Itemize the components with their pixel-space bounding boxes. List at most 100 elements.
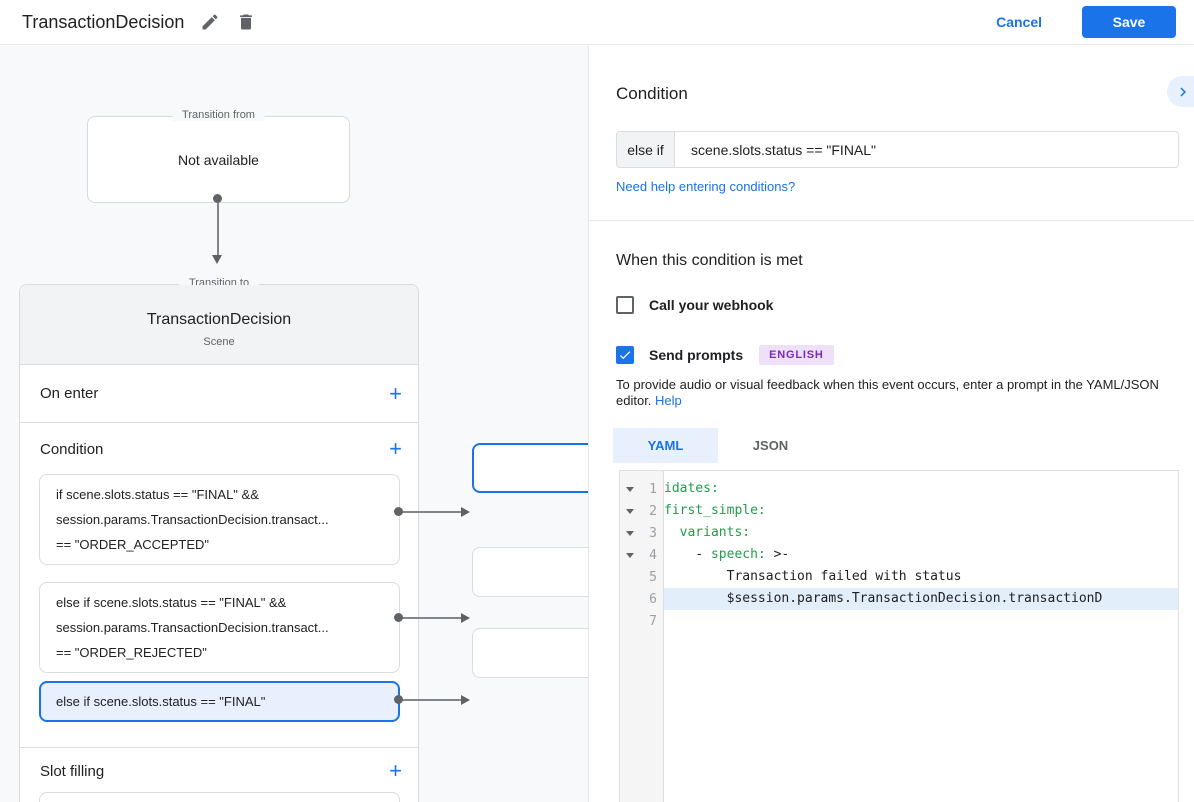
on-enter-label: On enter	[40, 385, 99, 402]
editor-gutter: 1 2 3 4 5 6 7	[620, 471, 664, 802]
yaml-key: first_simple:	[664, 503, 766, 518]
line-number: 1	[649, 481, 657, 497]
condition-prefix: else if	[617, 132, 675, 167]
line-number: 5	[649, 569, 657, 585]
on-enter-row: On enter +	[20, 365, 418, 422]
condition-text: session.params.TransactionDecision.trans…	[56, 512, 329, 527]
condition-expression-field: else if	[616, 131, 1179, 168]
hint-text: To provide audio or visual feedback when…	[616, 377, 1159, 408]
arrow-down-icon	[212, 255, 222, 264]
condition-section-row: Condition +	[20, 425, 418, 473]
prompt-hint-text: To provide audio or visual feedback when…	[616, 377, 1188, 409]
condition-text: else if scene.slots.status == "FINAL" &&	[56, 595, 287, 610]
transition-target-box-2[interactable]	[472, 547, 588, 597]
yaml-code-editor[interactable]: 1 2 3 4 5 6 7 idates: first_simple: vari…	[619, 470, 1179, 802]
condition-text: else if scene.slots.status == "FINAL"	[56, 694, 266, 709]
scene-card-header[interactable]: TransactionDecision Scene	[20, 285, 418, 365]
language-badge: ENGLISH	[759, 345, 834, 365]
hint-help-link[interactable]: Help	[655, 393, 682, 408]
tab-json[interactable]: JSON	[752, 438, 789, 453]
condition-text: if scene.slots.status == "FINAL" &&	[56, 487, 259, 502]
code-line: - speech: >-	[664, 544, 1178, 566]
condition-text: session.params.TransactionDecision.trans…	[56, 620, 329, 635]
webhook-row: Call your webhook	[616, 296, 773, 314]
condition-card-1[interactable]: if scene.slots.status == "FINAL" && sess…	[39, 474, 400, 565]
yaml-plain: -	[664, 547, 711, 562]
connector-line	[402, 617, 462, 619]
line-number: 4	[649, 547, 657, 563]
yaml-key: speech:	[710, 547, 766, 562]
check-icon	[619, 351, 631, 360]
line-number: 3	[649, 525, 657, 541]
code-line	[664, 610, 1178, 632]
transition-target-box-3[interactable]	[472, 628, 588, 678]
connector-dot	[394, 507, 403, 516]
chevron-right-icon	[1180, 87, 1186, 96]
fold-arrow-icon[interactable]	[626, 508, 634, 514]
condition-detail-panel: Condition else if Need help entering con…	[588, 46, 1194, 802]
cancel-button[interactable]: Cancel	[996, 14, 1042, 30]
connector-line	[217, 203, 219, 255]
slot-validation-card[interactable]: Slot validation	[39, 792, 400, 802]
send-prompts-checkbox[interactable]	[616, 346, 634, 364]
arrow-right-icon	[461, 695, 470, 705]
add-slot-button[interactable]: +	[389, 758, 402, 783]
condition-card-2[interactable]: else if scene.slots.status == "FINAL" &&…	[39, 582, 400, 673]
connector-dot	[213, 194, 222, 203]
line-number: 2	[649, 503, 657, 519]
scene-type: Scene	[203, 336, 235, 348]
call-webhook-checkbox[interactable]	[616, 296, 634, 314]
section-divider	[20, 422, 418, 423]
delete-scene-button[interactable]	[228, 4, 264, 40]
line-number: 7	[649, 613, 657, 629]
pencil-icon	[202, 14, 218, 30]
call-webhook-label: Call your webhook	[649, 297, 774, 313]
condition-section-label: Condition	[40, 440, 104, 458]
edit-scene-button[interactable]	[192, 4, 228, 40]
fold-arrow-icon[interactable]	[626, 530, 634, 536]
condition-heading: Condition	[616, 84, 688, 103]
condition-text: == "ORDER_REJECTED"	[56, 645, 207, 660]
header-bar: TransactionDecision Cancel Save	[0, 0, 1194, 45]
send-prompts-row: Send prompts ENGLISH	[616, 345, 834, 365]
transition-target-box-1[interactable]	[472, 443, 588, 493]
code-line-highlighted: $session.params.TransactionDecision.tran…	[664, 588, 1178, 610]
code-line: Transaction failed with status	[664, 566, 1178, 588]
transition-from-value: Not available	[178, 151, 259, 168]
condition-text: == "ORDER_ACCEPTED"	[56, 537, 209, 552]
trash-icon	[240, 14, 253, 30]
condition-help-link[interactable]: Need help entering conditions?	[616, 179, 796, 194]
save-button[interactable]: Save	[1082, 6, 1176, 38]
arrow-right-icon	[461, 613, 470, 623]
code-line: idates:	[664, 478, 1178, 500]
yaml-plain: >-	[765, 547, 790, 562]
tab-yaml[interactable]: YAML	[613, 428, 718, 463]
scene-diagram-canvas: Transition from Not available Transition…	[0, 46, 588, 802]
panel-divider	[589, 220, 1194, 221]
send-prompts-label: Send prompts	[649, 347, 744, 363]
code-line: variants:	[664, 522, 1178, 544]
connector-dot	[394, 613, 403, 622]
add-on-enter-button[interactable]: +	[389, 380, 402, 406]
editor-code-area[interactable]: idates: first_simple: variants: - speech…	[664, 471, 1178, 802]
fold-arrow-icon[interactable]	[626, 552, 634, 558]
connector-line	[402, 699, 462, 701]
slot-filling-label: Slot filling	[40, 762, 105, 780]
fold-arrow-icon[interactable]	[626, 486, 634, 492]
add-condition-button[interactable]: +	[389, 436, 402, 461]
yaml-key: idates:	[664, 481, 719, 496]
transition-from-box: Transition from Not available	[87, 109, 350, 203]
transition-to-box: Transition to TransactionDecision Scene …	[19, 277, 419, 802]
collapse-panel-button[interactable]	[1167, 76, 1194, 107]
arrow-right-icon	[461, 507, 470, 517]
condition-card-3-selected[interactable]: else if scene.slots.status == "FINAL"	[39, 681, 400, 722]
editor-format-tabs: YAML JSON	[613, 428, 823, 463]
yaml-plain: $session.params.TransactionDecision.tran…	[664, 591, 1103, 606]
connector-line	[402, 511, 462, 513]
slot-filling-row: Slot filling +	[20, 749, 418, 793]
scene-name: TransactionDecision	[146, 311, 292, 328]
code-line: first_simple:	[664, 500, 1178, 522]
condition-expression-input[interactable]	[675, 132, 1178, 167]
transition-from-legend: Transition from	[172, 109, 265, 121]
